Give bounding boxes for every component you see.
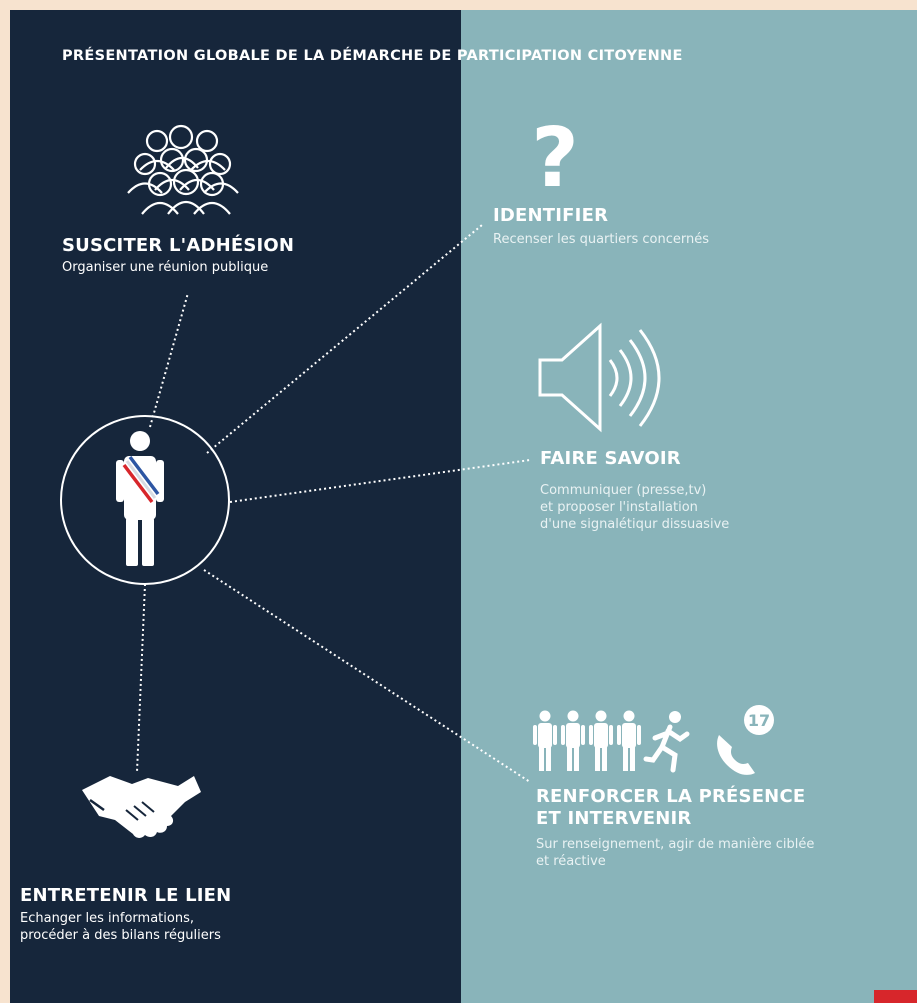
phone-badge-number: 17	[748, 711, 770, 730]
step-identifier-description: Recenser les quartiers concernés	[493, 232, 709, 247]
step-renforcer-title-line: RENFORCER LA PRÉSENCE	[536, 786, 806, 807]
step-faire-savoir-title: FAIRE SAVOIR	[540, 448, 681, 469]
red-corner-mark	[874, 990, 917, 1003]
step-entretenir-description-line: procéder à des bilans réguliers	[20, 928, 221, 943]
phone-17-icon: 17	[717, 705, 774, 775]
center-circle	[60, 415, 230, 585]
step-faire-savoir-description-line: d'une signalétiqur dissuasive	[540, 517, 730, 532]
connector-renforcer	[203, 569, 531, 783]
right-panel	[461, 10, 917, 1003]
connector-susciter	[149, 292, 189, 428]
connector-entretenir	[136, 583, 146, 773]
step-susciter-description: Organiser une réunion publique	[62, 260, 269, 275]
step-entretenir-title: ENTRETENIR LE LIEN	[20, 885, 232, 906]
connector-lines	[136, 224, 531, 783]
step-identifier-title: IDENTIFIER	[493, 205, 609, 226]
step-faire-savoir-description-line: et proposer l'installation	[540, 500, 698, 515]
loudspeaker-icon	[538, 322, 661, 433]
running-person-icon	[643, 711, 690, 773]
step-renforcer-description-line: et réactive	[536, 854, 606, 869]
step-renforcer-title-line: ET INTERVENIR	[536, 808, 692, 829]
step-susciter-title: SUSCITER L'ADHÉSION	[62, 235, 295, 256]
connector-faire-savoir	[229, 459, 531, 503]
crowd-icon	[127, 124, 239, 215]
mayor-with-tricolor-sash-icon	[116, 431, 164, 566]
left-panel	[10, 10, 461, 1003]
step-entretenir-description-line: Echanger les informations,	[20, 911, 194, 926]
page-title: PRÉSENTATION GLOBALE DE LA DÉMARCHE DE P…	[62, 48, 683, 64]
step-faire-savoir-description-line: Communiquer (presse,tv)	[540, 483, 707, 498]
handshake-icon	[82, 776, 201, 838]
people-icon	[533, 710, 641, 771]
step-renforcer-description-line: Sur renseignement, agir de manière ciblé…	[536, 837, 815, 852]
question-mark-icon: ?	[531, 111, 579, 206]
